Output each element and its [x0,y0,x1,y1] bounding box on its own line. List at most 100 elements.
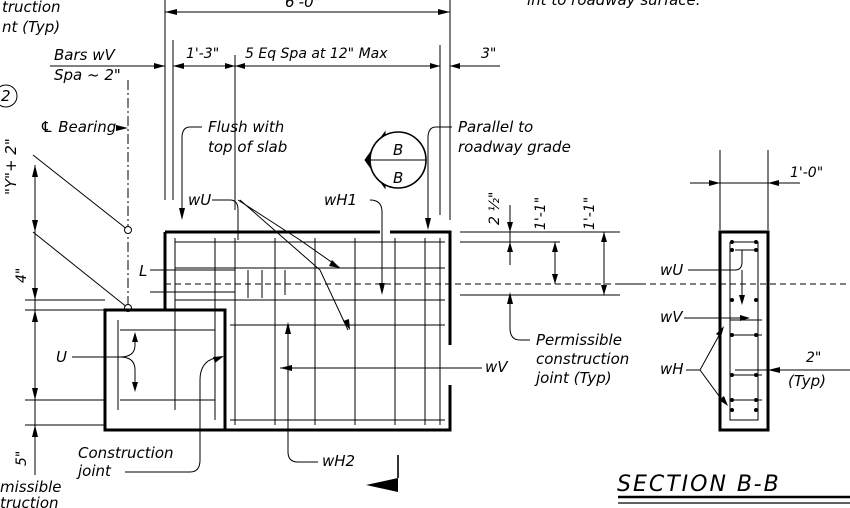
arrowhead [280,365,292,371]
arrowhead [225,63,235,69]
arrowhead [379,283,385,295]
arrowhead [179,208,185,220]
section-bar-dots [730,240,758,412]
wu-label: wU [188,191,211,209]
arrowhead [213,356,224,363]
flush-leader [181,126,202,210]
point-marker [124,226,132,234]
arrowhead [32,310,38,322]
arrowhead [32,220,38,232]
top-left-note-line2: nt (Typ) [2,18,60,36]
arrowhead [32,425,38,437]
wu-leader-3 [239,199,349,331]
arrowhead [507,292,513,304]
section-wh-leader-1 [686,329,723,371]
arrowhead [132,382,138,392]
arrowhead [552,242,558,252]
parallel-leader [427,126,452,222]
flush-note-line2: top of slab [208,138,287,156]
arrowhead [116,125,128,131]
permissible-leader [509,300,530,341]
bearing-block [103,308,227,432]
arrowhead [32,288,38,300]
construction-joint-line2: joint [76,462,112,480]
section-wu-label: wU [660,261,683,279]
wu-leader [212,199,239,240]
dim-2-text: 2" [806,350,821,366]
dim-2-half-text: 2 ½" [487,192,503,225]
arrowhead [507,242,513,252]
arrowhead [601,285,607,295]
arrowhead [740,315,750,321]
dim-4-text: 4" [14,268,30,283]
arrowhead [719,396,728,406]
top-left-note-line1: truction [2,0,61,16]
arrowhead [739,295,745,305]
l-bar-lines [150,269,235,293]
dim-typ-text: (Typ) [788,372,826,390]
section-stirrup [729,241,759,421]
flush-note-line1: Flush with [208,118,284,136]
section-title: SECTION B-B [617,472,781,497]
arrowhead [601,232,607,242]
permissible-partial-line1: missible [0,478,62,496]
construction-joint-line1: Construction [78,444,174,462]
arrowhead [32,165,38,177]
l-bar-label: L [139,262,147,280]
dim-1-1b-text: 1'-1" [582,197,598,230]
wu-leader-2 [237,199,341,269]
circle-callout [0,84,18,108]
permissible-note-line2: construction [536,350,629,368]
top-dimension-text: 6'-0" [285,0,321,11]
permissible-note-line1: Permissible [536,331,622,349]
section-wh-leader-2 [699,369,723,401]
y-plus-2-label: "Y"+ 2" [2,138,20,195]
arrowhead [285,322,291,334]
wh1-leader [369,199,383,290]
construction-joint-leader [125,357,216,473]
section-marker-top: B [393,141,403,159]
section-wu-leader [688,250,743,271]
arrowhead [768,367,780,373]
u-bar-legs [234,270,286,298]
arrowhead [438,9,450,15]
wh2-label: wH2 [322,452,355,470]
arrowhead [552,274,558,284]
arrowhead [329,260,340,268]
arrowhead [768,180,779,186]
section-wh-label: wH [660,360,684,378]
arrowhead [343,319,350,330]
skew-line-lower [32,231,129,309]
cl-bearing-label: ℄ Bearing [40,118,116,136]
circle-callout-number: 2 [1,87,11,105]
section-marker-bottom: B [393,169,403,187]
arrowhead [716,326,724,337]
arrowhead [507,222,513,232]
top-right-note: int to roadway surface. [527,0,701,9]
section-wv-label: wV [660,308,684,326]
dim-1-0-text: 1'-0" [790,165,823,181]
skew-line-upper [32,154,129,231]
parallel-note-line1: Parallel to [458,118,533,136]
u-leader-down [119,356,136,385]
dim-5eq-text: 5 Eq Spa at 12" Max [245,46,388,62]
arrowhead [132,332,138,342]
section-cut-arrow-bottom [366,478,398,492]
permissible-partial-line2: truction [0,494,59,508]
wh1-label: wH1 [324,191,357,209]
parallel-note-line2: roadway grade [458,138,571,156]
arrowhead [709,180,720,186]
permissible-note-line3: joint (Typ) [534,369,612,387]
dim-3-text: 3" [481,46,496,62]
arrowhead [430,63,440,69]
bars-spacing-label: Spa ~ 2" [54,66,121,84]
u-bar-label: U [56,348,67,366]
wv-label: wV [485,358,509,376]
arrowhead [425,218,431,230]
arrowhead [165,9,177,15]
arrowhead [32,388,38,400]
dim-5-text: 5" [14,451,30,466]
bars-wv-label: Bars wV [54,46,117,64]
dim-1-3-text: 1'-3" [186,46,219,62]
